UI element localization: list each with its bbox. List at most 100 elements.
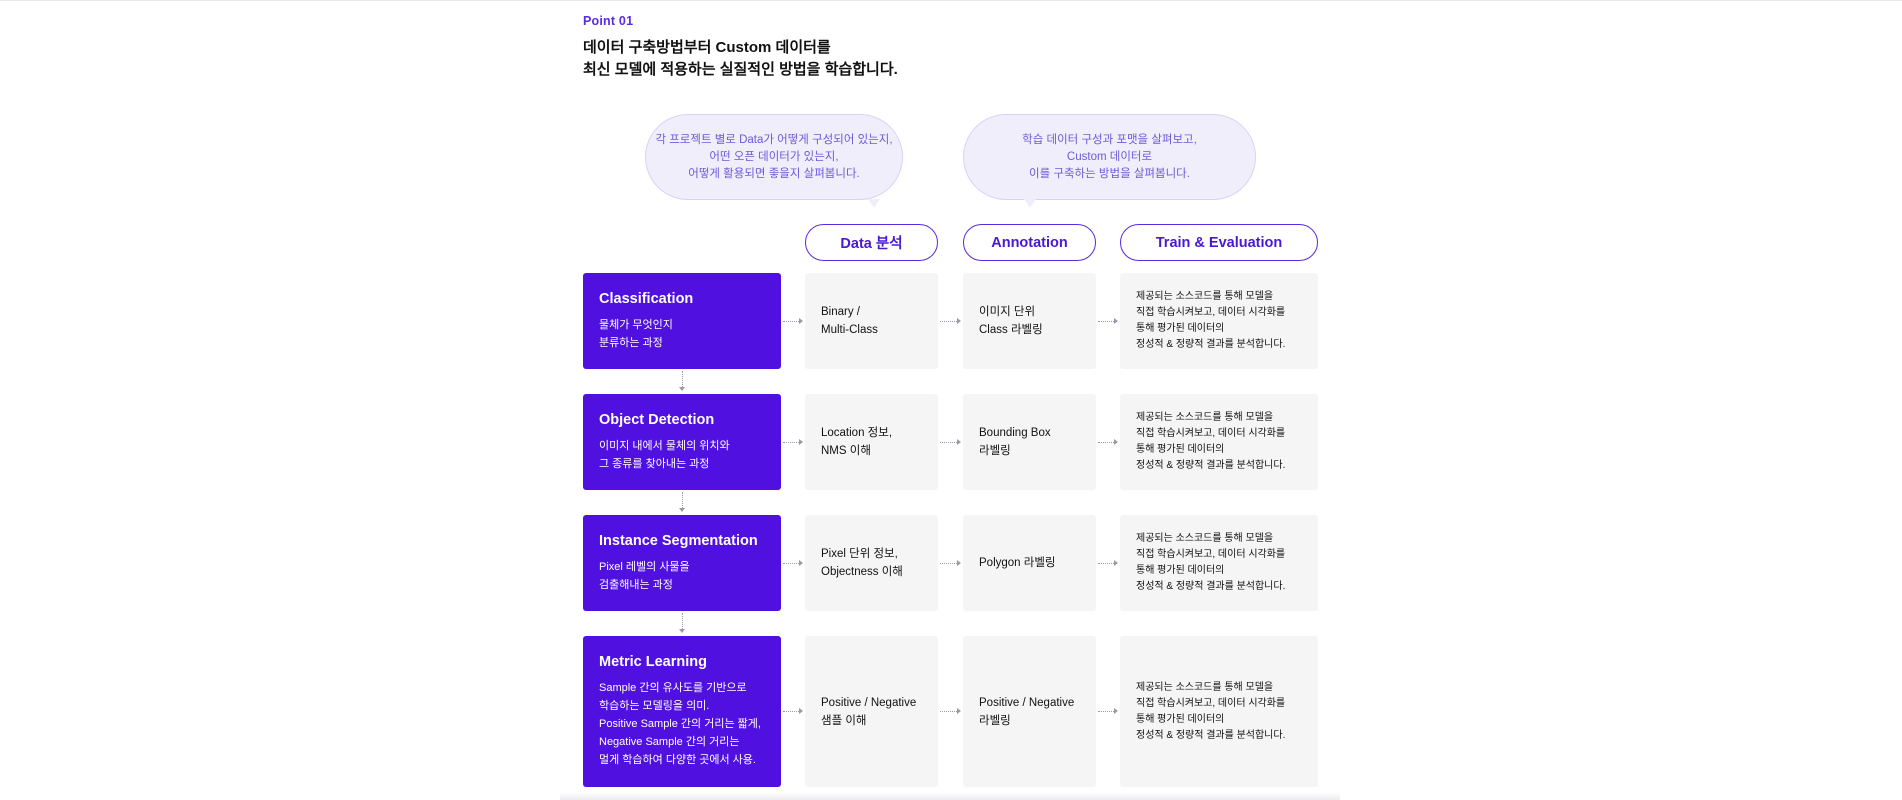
row-description: Sample 간의 유사도를 기반으로 학습하는 모델링을 의미. Positi…: [599, 679, 765, 769]
bubble-tail: [868, 199, 880, 208]
section-title: 데이터 구축방법부터 Custom 데이터를 최신 모델에 적용하는 실질적인 …: [583, 37, 898, 81]
flow-arrow: [783, 708, 803, 714]
row-title: Metric Learning: [599, 654, 707, 670]
row-desc-line: 이미지 내에서 물체의 위치와: [599, 440, 730, 452]
row-desc-line: 검출해내는 과정: [599, 579, 673, 591]
flow-arrow: [1098, 318, 1118, 324]
title-line-2: 최신 모델에 적용하는 실질적인 방법을 학습합니다.: [583, 61, 898, 78]
column-header-data-analysis: Data 분석: [805, 224, 938, 261]
row-label-metric-learning: Metric Learning Sample 간의 유사도를 기반으로 학습하는…: [583, 636, 781, 787]
annotation-bubble: 학습 데이터 구성과 포맷을 살펴보고, Custom 데이터로 이를 구축하는…: [963, 114, 1256, 208]
cell-data-analysis: Binary / Multi-Class: [805, 273, 938, 369]
row-title: Classification: [599, 291, 694, 307]
cell-annotation: Polygon 라벨링: [963, 515, 1096, 611]
data-analysis-bubble: 각 프로젝트 별로 Data가 어떻게 구성되어 있는지, 어떤 오픈 데이터가…: [645, 114, 903, 208]
cell-line: Binary /: [821, 306, 860, 318]
cell-line: 직접 학습시켜보고, 데이터 시각화를: [1136, 307, 1286, 318]
cell-line: 라벨링: [979, 445, 1011, 457]
flow-arrow: [940, 708, 961, 714]
cell-line: 제공되는 소스코드를 통해 모델을: [1136, 412, 1274, 423]
row-label-classification: Classification 물체가 무엇인지 분류하는 과정: [583, 273, 781, 369]
row-description: Pixel 레벨의 사물을 검출해내는 과정: [599, 558, 765, 594]
bubble-line: 학습 데이터 구성과 포맷을 살펴보고,: [1022, 133, 1197, 146]
flow-arrow: [783, 318, 803, 324]
cell-line: 제공되는 소스코드를 통해 모델을: [1136, 533, 1274, 544]
row-desc-line: 물체가 무엇인지: [599, 319, 673, 331]
flow-arrow: [940, 439, 961, 445]
cell-line: Multi-Class: [821, 324, 878, 336]
row-desc-line: 멀게 학습하여 다양한 곳에서 사용.: [599, 754, 756, 766]
bubble-line: Custom 데이터로: [1066, 150, 1153, 163]
cell-annotation: Positive / Negative 라벨링: [963, 636, 1096, 787]
bubble-text: 각 프로젝트 별로 Data가 어떻게 구성되어 있는지, 어떤 오픈 데이터가…: [655, 132, 892, 183]
cell-line: Pixel 단위 정보,: [821, 548, 898, 560]
cell-line: NMS 이해: [821, 445, 871, 457]
cell-line: 정성적 & 정량적 결과를 분석합니다.: [1136, 339, 1286, 350]
flow-arrow: [1098, 560, 1118, 566]
cell-line: 정성적 & 정량적 결과를 분석합니다.: [1136, 581, 1286, 592]
row-desc-line: Positive Sample 간의 거리는 짧게,: [599, 718, 761, 730]
bubble-line: 어떤 오픈 데이터가 있는지,: [709, 150, 839, 163]
cell-line: 통해 평가된 데이터의: [1136, 565, 1225, 576]
row-label-object-detection: Object Detection 이미지 내에서 물체의 위치와 그 종류를 찾…: [583, 394, 781, 490]
down-arrow: [679, 371, 685, 391]
cell-data-analysis: Location 정보, NMS 이해: [805, 394, 938, 490]
row-desc-line: Pixel 레벨의 사물을: [599, 561, 690, 573]
column-header-annotation: Annotation: [963, 224, 1096, 261]
cell-line: Polygon 라벨링: [979, 557, 1056, 569]
bubble-line: 이를 구축하는 방법을 살펴봅니다.: [1029, 167, 1190, 180]
cell-line: 직접 학습시켜보고, 데이터 시각화를: [1136, 428, 1286, 439]
cell-line: 직접 학습시켜보고, 데이터 시각화를: [1136, 697, 1286, 709]
cell-line: 샘플 이해: [821, 714, 867, 727]
top-divider: [0, 0, 1902, 1]
bubble-line: 어떻게 활용되면 좋을지 살펴봅니다.: [688, 167, 860, 180]
cell-line: Class 라벨링: [979, 324, 1043, 336]
cell-line: 통해 평가된 데이터의: [1136, 444, 1225, 455]
point-label: Point 01: [583, 14, 634, 28]
cell-annotation: Bounding Box 라벨링: [963, 394, 1096, 490]
flow-arrow: [1098, 708, 1118, 714]
cell-line: 정성적 & 정량적 결과를 분석합니다.: [1136, 729, 1286, 741]
bubble-line: 각 프로젝트 별로 Data가 어떻게 구성되어 있는지,: [655, 133, 893, 146]
cell-line: Positive / Negative: [979, 696, 1075, 709]
row-title: Instance Segmentation: [599, 533, 758, 549]
row-description: 물체가 무엇인지 분류하는 과정: [599, 316, 765, 352]
row-label-instance-segmentation: Instance Segmentation Pixel 레벨의 사물을 검출해내…: [583, 515, 781, 611]
row-desc-line: Sample 간의 유사도를 기반으로: [599, 682, 747, 694]
flow-arrow: [783, 560, 803, 566]
cell-line: 제공되는 소스코드를 통해 모델을: [1136, 291, 1274, 302]
down-arrow: [679, 492, 685, 512]
row-desc-line: Negative Sample 간의 거리는: [599, 736, 740, 748]
cell-line: Bounding Box: [979, 427, 1051, 439]
flow-arrow: [940, 318, 961, 324]
cell-line: 이미지 단위: [979, 306, 1036, 318]
down-arrow: [679, 613, 685, 633]
cell-annotation: 이미지 단위 Class 라벨링: [963, 273, 1096, 369]
bubble-tail: [1024, 199, 1036, 208]
cell-line: 통해 평가된 데이터의: [1136, 323, 1225, 334]
cell-data-analysis: Pixel 단위 정보, Objectness 이해: [805, 515, 938, 611]
row-title: Object Detection: [599, 412, 715, 428]
row-desc-line: 분류하는 과정: [599, 337, 663, 349]
title-line-1: 데이터 구축방법부터 Custom 데이터를: [583, 39, 831, 56]
cell-line: Objectness 이해: [821, 566, 903, 578]
column-header-train-evaluation: Train & Evaluation: [1120, 224, 1318, 261]
bottom-shadow: [560, 792, 1340, 800]
cell-line: 제공되는 소스코드를 통해 모델을: [1136, 681, 1274, 693]
cell-line: 정성적 & 정량적 결과를 분석합니다.: [1136, 460, 1286, 471]
cell-line: 직접 학습시켜보고, 데이터 시각화를: [1136, 549, 1286, 560]
row-desc-line: 그 종류를 찾아내는 과정: [599, 458, 710, 470]
flow-arrow: [783, 439, 803, 445]
flow-arrow: [940, 560, 961, 566]
cell-line: 라벨링: [979, 714, 1011, 727]
cell-line: Location 정보,: [821, 427, 893, 439]
flow-arrow: [1098, 439, 1118, 445]
cell-line: 통해 평가된 데이터의: [1136, 713, 1225, 725]
section-header: Point 01 데이터 구축방법부터 Custom 데이터를 최신 모델에 적…: [583, 14, 898, 81]
bubble-text: 학습 데이터 구성과 포맷을 살펴보고, Custom 데이터로 이를 구축하는…: [1022, 132, 1197, 183]
row-description: 이미지 내에서 물체의 위치와 그 종류를 찾아내는 과정: [599, 437, 765, 473]
